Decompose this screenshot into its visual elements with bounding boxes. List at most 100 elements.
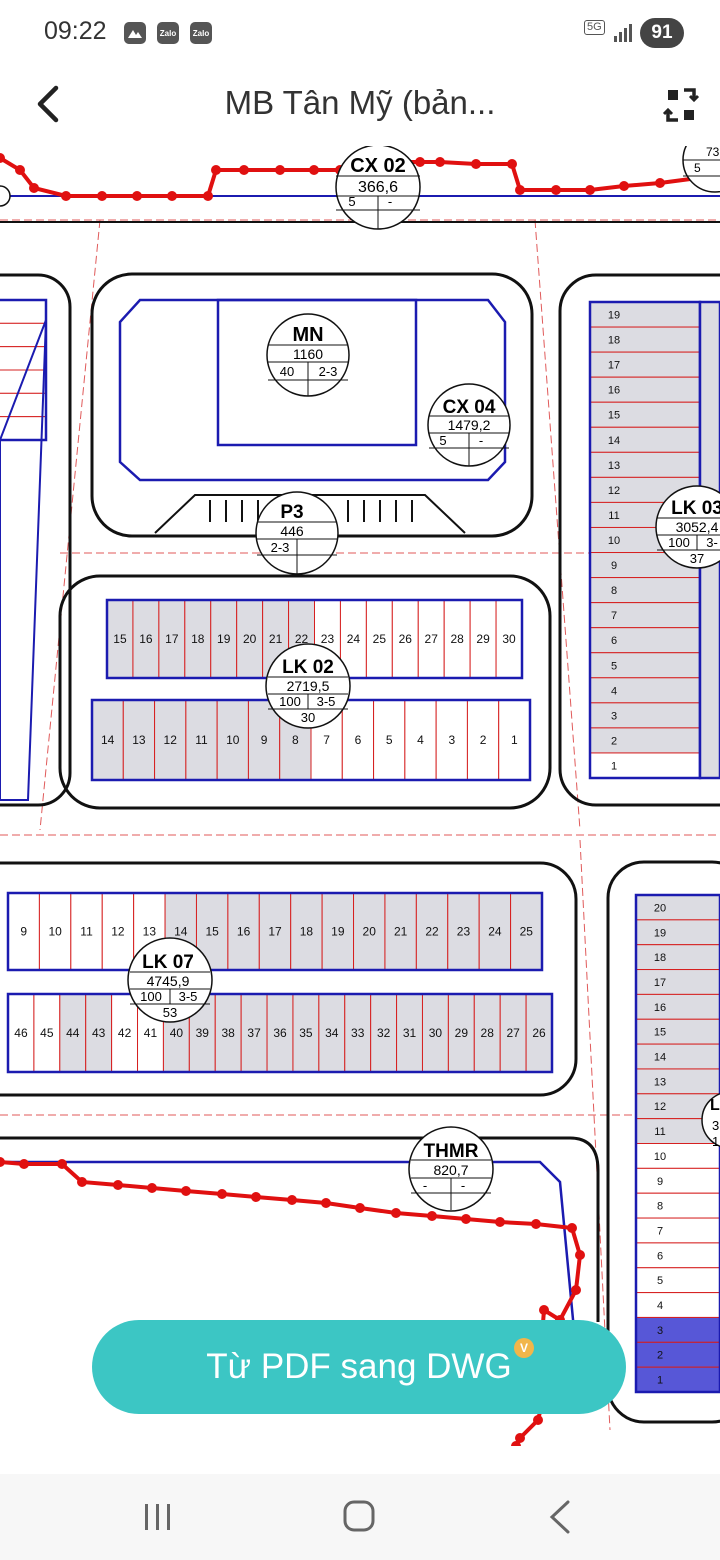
plot-number: 23 <box>321 632 335 646</box>
partial-text: 3 <box>712 1118 719 1133</box>
lk03-plot <box>589 752 701 779</box>
site-boundary-bottom-vertex <box>251 1192 261 1202</box>
right-block-plot <box>635 1192 720 1219</box>
plot-number: 14 <box>608 435 620 447</box>
lk03-plot <box>589 602 701 629</box>
plot-number: 11 <box>195 733 208 747</box>
lot-area: 3052,4 <box>676 519 719 535</box>
plot-number: 15 <box>113 632 127 646</box>
plot-number: 11 <box>80 925 93 939</box>
plot-number: 1 <box>657 1375 663 1387</box>
pdf-to-dwg-label: Từ PDF sang DWG <box>206 1347 512 1386</box>
site-boundary-bottom-vertex <box>321 1198 331 1208</box>
site-boundary-top-vertex <box>167 191 177 201</box>
plot-number: 20 <box>243 632 257 646</box>
plot-number: 19 <box>654 927 666 939</box>
zalo-icon: Zalo <box>190 22 212 44</box>
lk02-plot <box>365 599 393 679</box>
plot-number: 40 <box>170 1026 184 1040</box>
home-button[interactable] <box>329 1492 389 1542</box>
plot-number: 4 <box>657 1300 663 1312</box>
plot-number: 7 <box>323 733 330 747</box>
site-boundary-bottom-vertex <box>495 1217 505 1227</box>
lot-label-p3[interactable]: P3 446 2-3 <box>255 491 339 575</box>
recents-icon <box>145 1504 170 1530</box>
plot-number: 10 <box>48 925 62 939</box>
lk07-plot <box>111 993 139 1073</box>
plot-number: 34 <box>325 1026 339 1040</box>
pdf-to-dwg-button[interactable]: Từ PDF sang DWG <box>92 1320 626 1414</box>
plot-number: 14 <box>654 1052 666 1064</box>
site-boundary-top-vertex <box>435 157 445 167</box>
lot-area: 1160 <box>293 346 323 362</box>
lot-label-lk02[interactable]: LK 02 2719,5 100 3-5 30 <box>265 643 351 729</box>
plot-number: 8 <box>611 585 617 597</box>
plot-number: 9 <box>611 560 617 572</box>
right-block-plot <box>635 1267 720 1294</box>
network-type: 5G <box>584 20 605 35</box>
plot-number: 11 <box>654 1126 665 1138</box>
plot-number: 25 <box>373 632 387 646</box>
plot-number: 13 <box>143 925 157 939</box>
plot-number: 38 <box>222 1026 236 1040</box>
lot-label-cx04[interactable]: CX 04 1479,2 5 - <box>427 383 511 467</box>
lk02-plot <box>435 699 468 781</box>
site-boundary-bottom-vertex <box>19 1159 29 1169</box>
lot-label-mn[interactable]: MN 1160 40 2-3 <box>266 313 350 397</box>
partial-lot-label: 73 5 <box>682 146 720 193</box>
right-block-plot-outline <box>634 893 720 1394</box>
lk02-plot <box>247 699 281 781</box>
site-boundary-top-vertex <box>15 165 25 175</box>
plot-number: 18 <box>608 335 620 347</box>
lot-label-thmr[interactable]: THMR 820,7 - - <box>408 1126 494 1212</box>
plot-number: 20 <box>654 902 666 914</box>
site-boundary-bottom-vertex <box>217 1189 227 1199</box>
right-block-plot <box>635 1018 720 1045</box>
right-block-plot <box>635 1217 720 1244</box>
lot-density: 40 <box>280 364 294 379</box>
left-block-plot <box>0 322 47 348</box>
lk07-plot-outline <box>6 992 554 1074</box>
switch-view-button[interactable] <box>656 80 706 130</box>
status-bar: 09:22 Zalo Zalo 5G 91 <box>0 0 720 66</box>
lot-label-lk03[interactable]: LK 03 3052,4 100 3- 37 <box>655 485 720 569</box>
site-boundary-top-vertex <box>203 191 213 201</box>
right-block-plot <box>635 1316 720 1343</box>
right-block-plot <box>635 1143 720 1169</box>
lk07-plot-outline <box>6 891 544 972</box>
plot-number: 11 <box>608 510 619 522</box>
recent-apps-button[interactable] <box>128 1492 188 1542</box>
plot-number: 4 <box>611 685 617 697</box>
plot-number: 13 <box>608 460 620 472</box>
lot-id: CX 04 <box>443 397 496 418</box>
site-boundary-bottom-vertex <box>427 1211 437 1221</box>
plot-number: 19 <box>608 310 620 322</box>
lk07-plot <box>525 993 553 1073</box>
plot-number: 3 <box>657 1325 663 1337</box>
lk03-plot <box>589 326 701 353</box>
plot-number: 24 <box>347 632 361 646</box>
plot-number: 17 <box>165 632 179 646</box>
site-boundary-top-vertex <box>655 178 665 188</box>
back-button[interactable] <box>22 76 78 132</box>
lot-label-cx02[interactable]: CX 02 366,6 5 - <box>335 146 421 230</box>
plot-number: 7 <box>657 1225 663 1237</box>
thmr-outline <box>0 1160 576 1331</box>
site-boundary-top-vertex <box>585 185 595 195</box>
lot-id: CX 02 <box>350 155 406 177</box>
plot-number: 12 <box>164 733 178 747</box>
right-block-plot <box>635 1292 720 1318</box>
plot-number: 7 <box>611 610 617 622</box>
lk07-plot <box>344 993 372 1073</box>
left-block-plot <box>0 346 47 371</box>
plot-number: 35 <box>299 1026 313 1040</box>
system-back-button[interactable] <box>530 1492 590 1542</box>
site-boundary-top-vertex <box>211 165 221 175</box>
lot-label-lk07[interactable]: LK 07 4745,9 100 3-5 53 <box>127 937 213 1023</box>
plot-number: 39 <box>196 1026 210 1040</box>
plot-number: 16 <box>608 385 620 397</box>
plot-number: 12 <box>111 925 125 939</box>
lot-extra: - <box>479 433 483 448</box>
